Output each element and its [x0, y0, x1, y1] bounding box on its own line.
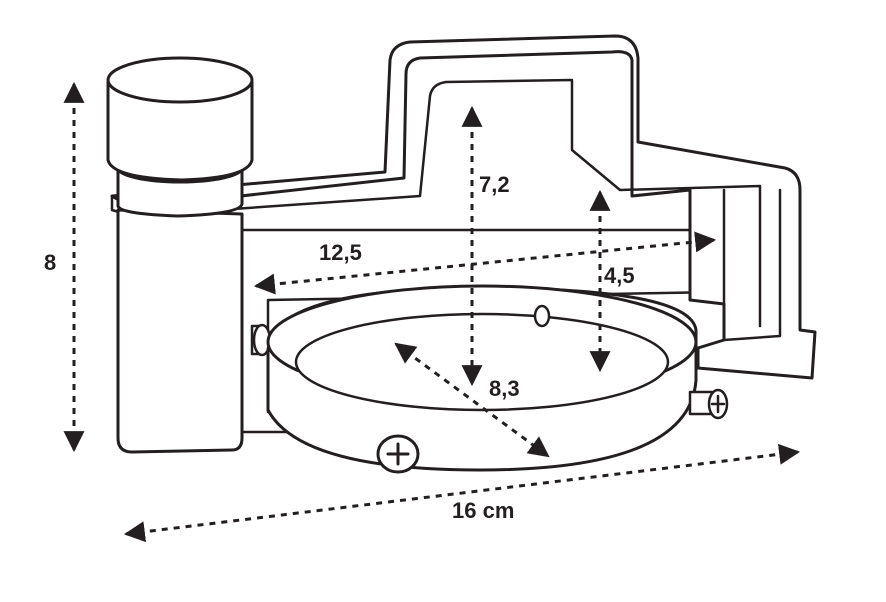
post-cap-top — [106, 80, 254, 182]
ring-diameter-label: 8,3 — [489, 376, 520, 401]
post-body — [116, 208, 244, 454]
dim-line-inner-width — [253, 231, 717, 295]
inner-height-label: 7,2 — [479, 172, 510, 197]
bracket-right-leg — [722, 188, 782, 342]
overall-height-label: 8 — [44, 250, 57, 275]
dim-line-ring-diameter — [394, 342, 550, 458]
depth-label: 4,5 — [604, 263, 635, 288]
inner-width-label: 12,5 — [319, 240, 362, 265]
bracket-inner-edge — [110, 78, 762, 328]
bracket-outer — [110, 34, 817, 380]
overall-length-label: 16 cm — [452, 498, 515, 523]
dim-line-overall-length — [123, 443, 801, 543]
